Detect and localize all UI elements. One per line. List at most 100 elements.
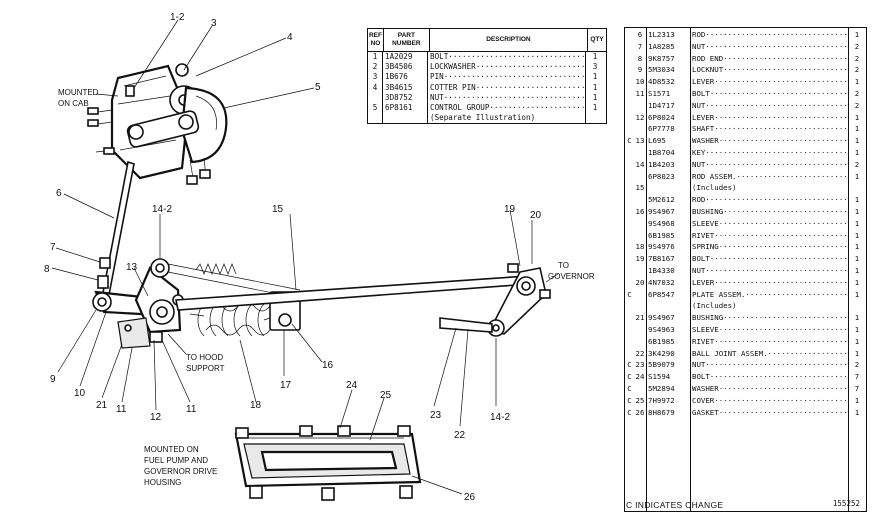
part-number-cell: 9S4976	[648, 242, 675, 252]
ref-cell: 11	[635, 88, 645, 98]
description-cell: RIVET···································…	[692, 230, 848, 240]
qty-cell: 3	[592, 62, 598, 72]
ref-cell: 22	[635, 348, 645, 358]
description-cell: BUSHING·································…	[692, 313, 848, 323]
qty-cell: 1	[592, 103, 598, 113]
change-cell	[625, 324, 634, 336]
governor-rod	[175, 263, 551, 337]
part-number-cell: 5M2894	[648, 383, 675, 393]
change-cell	[625, 29, 634, 41]
ref-cell	[634, 336, 646, 348]
description-cell: RIVET···································…	[692, 336, 848, 346]
description-cell: LOCKWASHER······························…	[430, 62, 586, 73]
part-number-cell: 6P7778	[648, 124, 675, 134]
part-number-cell: L695	[648, 136, 666, 146]
qty-cell: 1	[854, 265, 860, 275]
part-number-cell: 9S4967	[648, 313, 675, 323]
description-cell: (Includes)	[692, 301, 737, 311]
change-cell	[625, 53, 634, 65]
change-cell	[625, 253, 634, 265]
pump-cover-assembly	[234, 425, 422, 501]
callout-26: 26	[464, 492, 476, 503]
leader-lines	[51, 19, 559, 495]
part-number-cell: 5M2612	[648, 195, 675, 205]
part-number-cell: 9S4963	[648, 324, 675, 334]
header-qty: QTY	[590, 36, 604, 43]
part-number-cell: 6P8547	[648, 289, 675, 299]
description-cell: NUT·····································…	[430, 92, 586, 104]
qty-cell: 2	[854, 100, 860, 110]
qty-cell: 2	[854, 53, 860, 63]
description-cell: (Separate Illustration)	[428, 113, 586, 124]
change-cell: C	[627, 136, 632, 146]
ref-cell: 16	[635, 206, 645, 216]
ref-cell: 12	[635, 112, 645, 122]
qty-cell	[586, 113, 604, 123]
change-cell	[625, 182, 634, 194]
ref-cell	[634, 100, 646, 112]
qty-cell: 2	[854, 159, 860, 169]
description-cell: NUT·····································…	[692, 360, 848, 370]
part-number-cell: 1B676	[383, 72, 428, 83]
part-number-cell: 1L2313	[648, 30, 675, 39]
callout-23: 23	[430, 410, 442, 421]
description-cell: ROD ASSEM.······························…	[692, 171, 848, 181]
ref-cell	[634, 289, 646, 301]
change-cell	[625, 348, 634, 360]
callout-11-right: 11	[186, 404, 197, 415]
part-number-cell: 6P8024	[648, 112, 675, 122]
ref-cell	[634, 383, 646, 395]
part-number-cell: 6B1985	[648, 336, 675, 346]
description-cell: ROD END·································…	[692, 53, 848, 63]
table-row: 15(Includes)	[625, 182, 866, 194]
qty-cell: 2	[854, 360, 860, 370]
part-number-cell: 4N7032	[648, 277, 675, 287]
qty-cell: 1	[854, 277, 860, 287]
description-cell: NUT·····································…	[692, 159, 848, 169]
callout-19: 19	[504, 204, 516, 215]
qty-cell: 1	[854, 112, 860, 122]
qty-cell: 1	[592, 72, 598, 82]
ref-cell: 19	[635, 254, 645, 264]
callout-20: 20	[530, 210, 542, 221]
description-cell: BALL JOINT ASSEM.·······················…	[692, 348, 848, 358]
description-cell: SHAFT···································…	[692, 124, 848, 134]
description-cell: COTTER PIN······························…	[430, 82, 586, 93]
callout-4: 4	[287, 32, 293, 43]
description-cell: NUT·····································…	[692, 265, 848, 275]
description-cell: LEVER···································…	[692, 77, 848, 87]
change-cell: C	[627, 395, 632, 405]
change-cell	[625, 159, 634, 171]
callout-8: 8	[44, 264, 50, 275]
qty-cell: 1	[854, 313, 860, 323]
qty-cell: 1	[854, 171, 860, 181]
qty-cell: 1	[854, 348, 860, 358]
part-number-cell: 6B1985	[648, 230, 675, 240]
table-row: 6P7778 SHAFT·····························…	[625, 123, 866, 135]
callout-9: 9	[50, 374, 56, 385]
ref-cell	[634, 265, 646, 277]
change-cell	[625, 123, 634, 135]
ref-cell: 21	[635, 313, 645, 323]
qty-cell: 1	[854, 136, 860, 146]
qty-cell: 2	[854, 88, 860, 98]
part-number-cell: 9K8757	[648, 53, 675, 63]
description-cell: BOLT····································…	[692, 88, 848, 98]
change-cell	[625, 64, 634, 76]
figure-number: 155252	[832, 499, 860, 509]
table-row: (Includes)	[625, 300, 866, 312]
